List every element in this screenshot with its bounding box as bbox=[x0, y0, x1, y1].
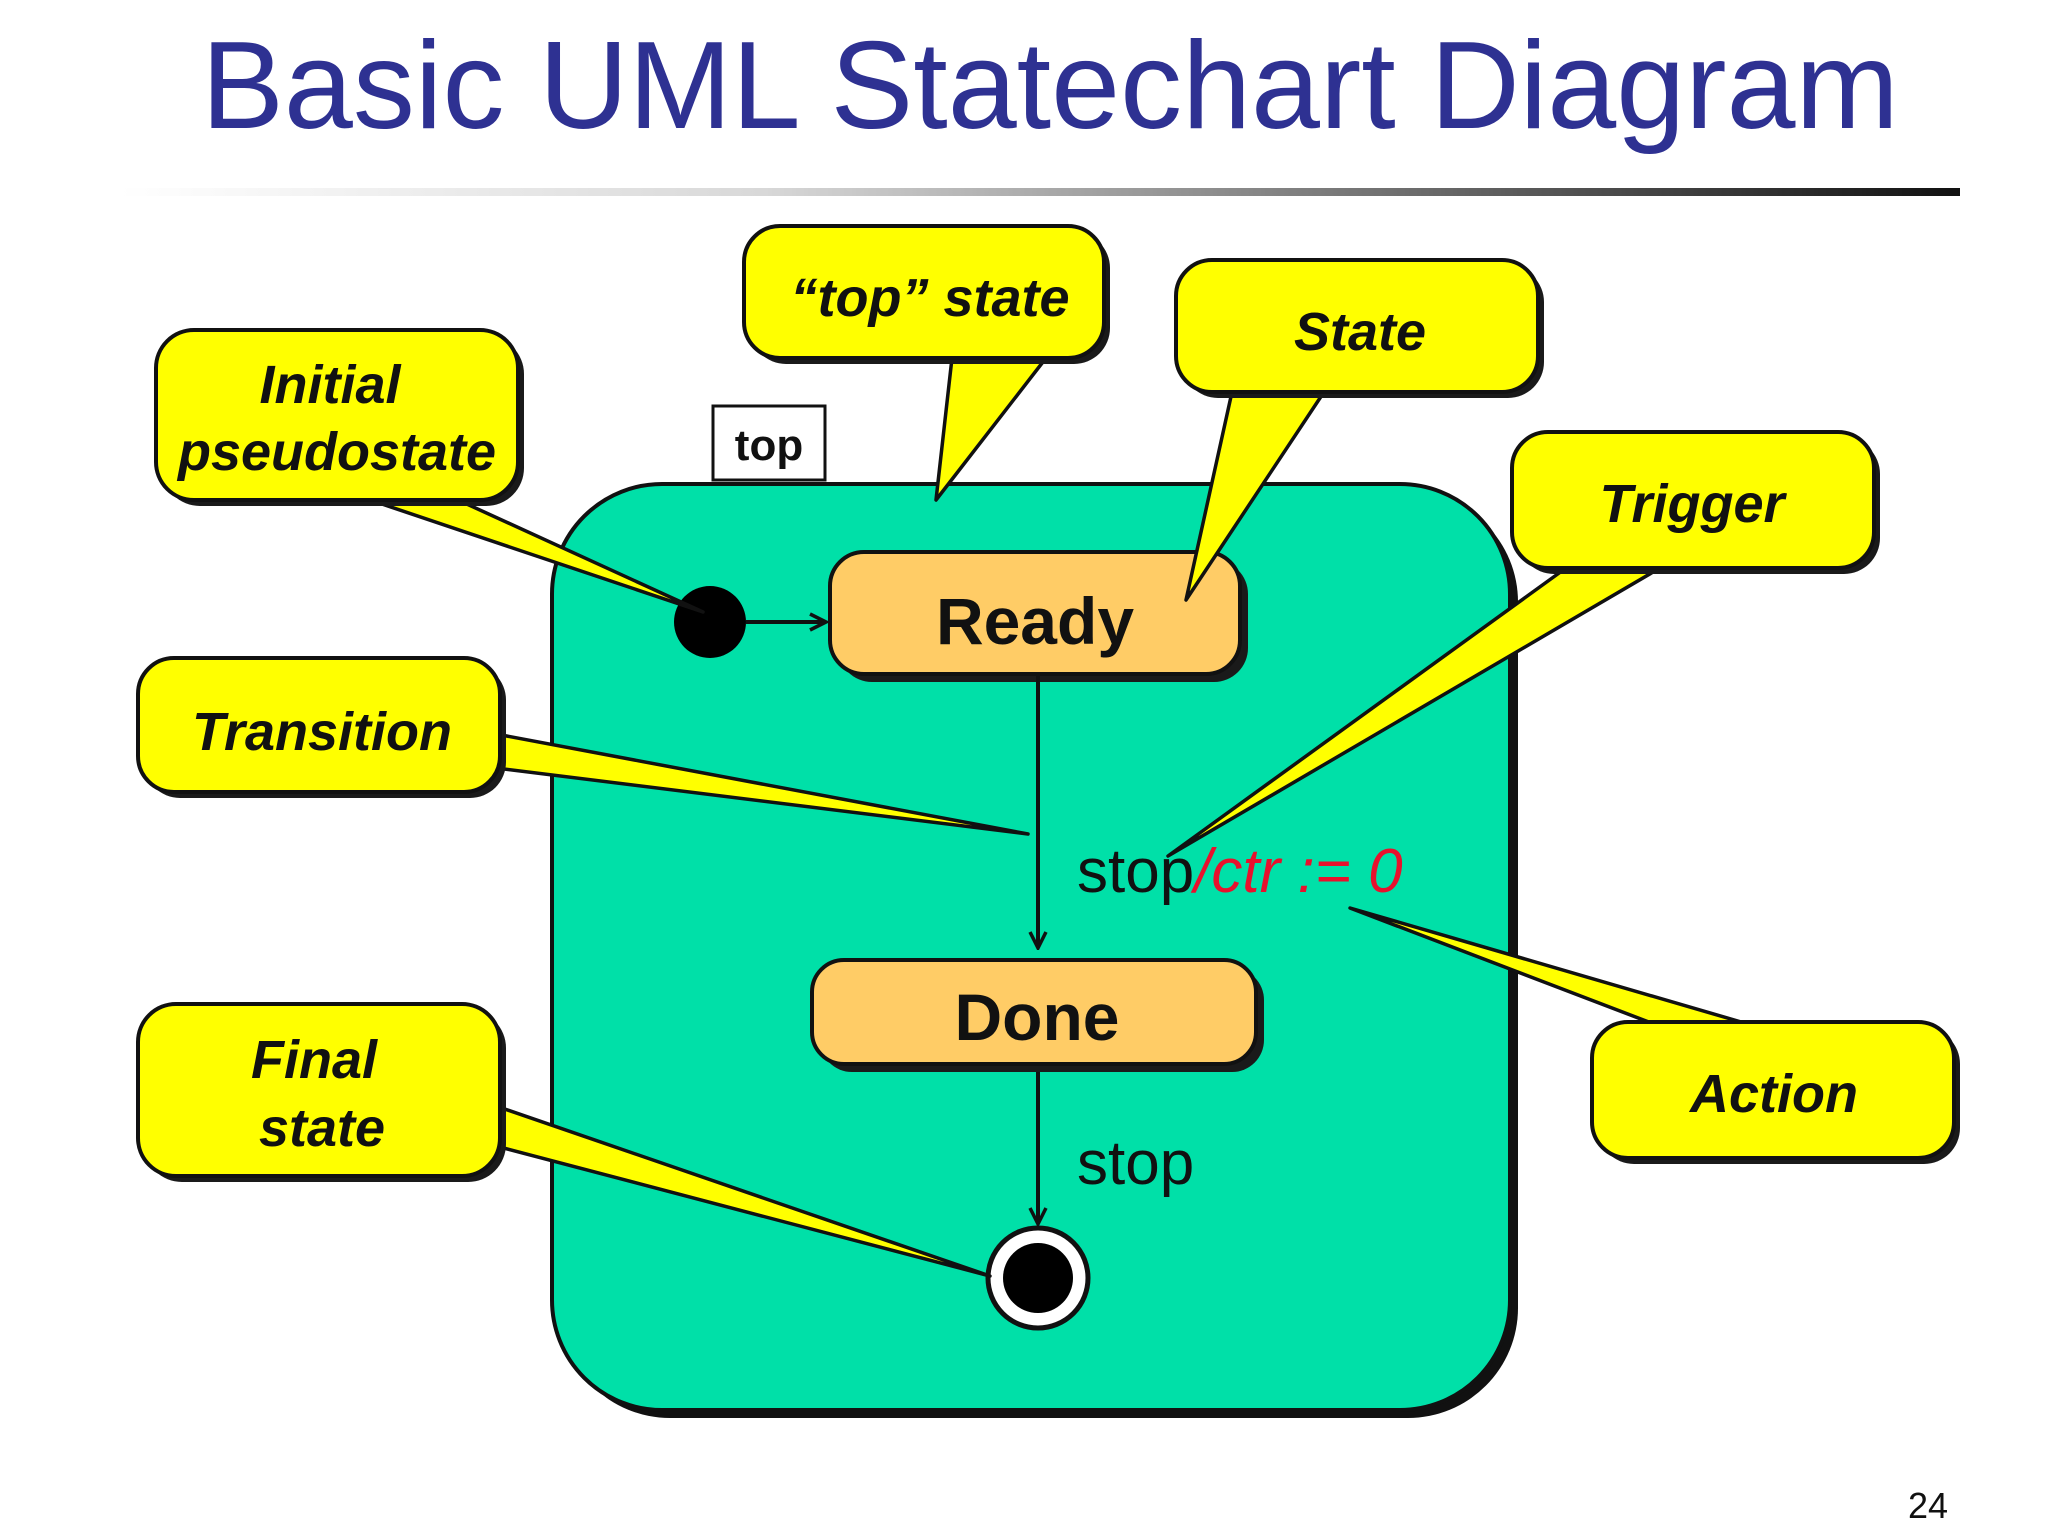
page-number: 24 bbox=[1908, 1485, 1948, 1526]
callout-final-state: Final state bbox=[136, 1002, 992, 1278]
initial-pseudostate bbox=[674, 586, 746, 658]
state-done-label: Done bbox=[955, 980, 1120, 1054]
callout-initial-line1: Initial bbox=[259, 355, 401, 415]
page-title: Basic UML Statechart Diagram bbox=[201, 17, 1899, 155]
callout-state: State bbox=[1174, 258, 1544, 602]
callout-initial-line2: pseudostate bbox=[176, 422, 496, 482]
callout-action: Action bbox=[1348, 906, 1960, 1164]
callout-final-line1: Final bbox=[251, 1030, 378, 1090]
transition-label-stop-action: stop/ctr := 0 bbox=[1077, 837, 1403, 906]
final-state bbox=[985, 1225, 1091, 1331]
top-state-label-box: top bbox=[711, 404, 827, 482]
callout-initial-pseudostate: Initial pseudostate bbox=[154, 328, 705, 614]
title-divider bbox=[120, 188, 1960, 196]
callout-state-label: State bbox=[1294, 302, 1426, 362]
callout-top-state-label: “top” state bbox=[790, 268, 1069, 328]
callout-action-label: Action bbox=[1688, 1064, 1858, 1124]
state-ready-label: Ready bbox=[936, 584, 1134, 658]
action-ctr-reset: /ctr := 0 bbox=[1190, 837, 1402, 906]
callout-trigger-label: Trigger bbox=[1599, 474, 1787, 534]
state-done: Done bbox=[810, 958, 1264, 1072]
transition-label-stop: stop bbox=[1077, 1129, 1194, 1198]
callout-final-line2: state bbox=[259, 1098, 385, 1158]
trigger-stop: stop bbox=[1077, 837, 1194, 906]
callout-trigger: Trigger bbox=[1166, 430, 1880, 858]
top-state-label: top bbox=[735, 421, 803, 470]
callout-transition-label: Transition bbox=[192, 702, 452, 762]
callout-transition: Transition bbox=[136, 656, 1030, 836]
callout-top-state: “top” state bbox=[742, 224, 1110, 502]
state-ready: Ready bbox=[828, 550, 1248, 682]
